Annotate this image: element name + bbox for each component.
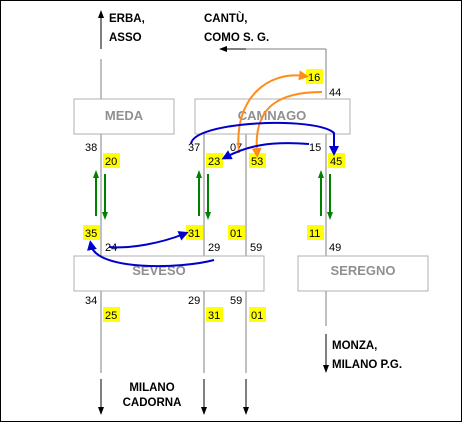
hl-20 [103,153,120,168]
station-seveso-box [73,255,265,292]
hl-31b [206,307,223,322]
time-bottom-right-departure: 01 [251,310,263,322]
direction-arrows [98,10,329,415]
hl-01 [228,225,245,240]
hl-35 [83,225,100,240]
green-direction-arrows [93,170,333,220]
time-seveso-departure-mid: 31 [188,228,200,240]
hl-01b [249,307,266,322]
time-seveso-arrival-mid: 29 [208,242,220,254]
orange-arrow-camnago-to-cantu-icon [237,70,309,154]
time-camnago-departure-a: 23 [208,156,220,168]
time-seveso-arrival-right: 59 [250,242,262,254]
time-bottom-left-departure: 25 [105,310,117,322]
dest-cadorna-line2: CADORNA [123,397,182,409]
time-seveso-departure-right: 01 [230,228,242,240]
dest-cadorna-line1: MILANO [129,382,174,394]
station-camnago-label: CAMNAGO [238,108,307,123]
hl-45 [328,153,345,168]
time-camnago-arrival-c: 15 [309,142,321,154]
blue-arrow-seveso-loop-icon [87,240,215,268]
dest-monza-line2: MILANO P.G. [332,359,402,371]
time-camnago-departure-c: 45 [330,156,342,168]
dest-erba-line2: ASSO [109,32,142,44]
time-camnago-arrival-a: 37 [188,142,200,154]
station-seregno-label: SEREGNO [330,263,395,278]
dest-monza-line1: MONZA, [332,340,377,352]
time-cantu-arrival: 44 [329,87,341,99]
time-bottom-mid-arrival: 29 [188,295,200,307]
hl-11 [307,225,324,240]
hl-25 [103,307,120,322]
time-cantu-departure: 16 [308,72,320,84]
time-seveso-departure-left: 35 [85,228,97,240]
time-seregno-departure: 11 [309,228,320,240]
orange-connection-arrows [237,70,323,158]
blue-arrow-seregno-to-camnago-icon [221,142,310,160]
time-bottom-right-arrival: 59 [230,295,242,307]
time-seregno-arrival: 49 [329,242,341,254]
dest-erba-line1: ERBA, [109,13,145,25]
blue-transfer-arrows [87,121,339,268]
time-meda-arrival: 38 [85,142,97,154]
time-bottom-mid-departure: 31 [208,310,220,322]
tracks [100,48,327,373]
time-meda-departure: 20 [105,156,117,168]
station-meda-label: MEDA [105,108,144,123]
time-camnago-departure-b: 53 [251,156,263,168]
orange-arrow-cantu-to-camnago-icon [251,91,323,158]
station-seregno-box [297,255,429,292]
dest-cantu-line2: COMO S. G. [204,32,269,44]
hl-31 [186,225,203,240]
dest-cantu-line1: CANTÙ, [204,12,247,25]
station-meda-box [73,98,175,135]
time-highlights [83,69,345,322]
hl-23 [206,153,223,168]
blue-arrow-seveso-to-31-icon [108,231,189,249]
time-bottom-left-arrival: 34 [85,295,97,307]
blue-arrow-camnago-loop-icon [190,121,339,156]
hl-16 [306,69,323,84]
